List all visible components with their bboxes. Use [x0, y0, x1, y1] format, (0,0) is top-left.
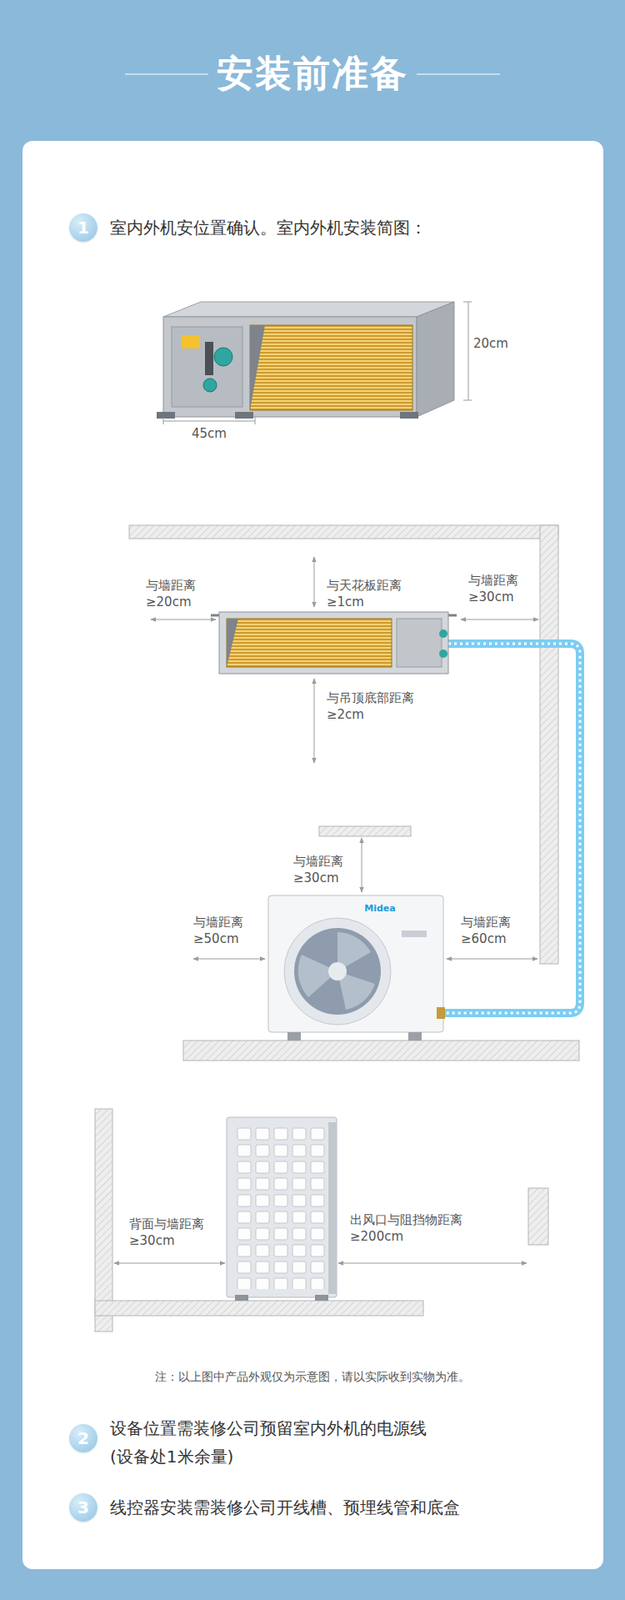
outdoor-unit-side: [226, 1116, 337, 1300]
ceiling-and-wall-part: [129, 525, 559, 539]
ceiling-and-wall-part: [540, 525, 559, 964]
refrigerant-pipe: [443, 643, 580, 1013]
step-circle: 1: [69, 213, 98, 242]
indoor-unit-front-part: [219, 611, 449, 674]
indoor-unit-3d-part: [171, 326, 243, 407]
outdoor-unit-front-part: [436, 1006, 445, 1019]
indoor-unit-3d-part: [163, 316, 417, 417]
dimension-lines-part: [163, 420, 255, 422]
indoor-unit-front-part: [226, 618, 392, 667]
indoor-unit-front-part: [396, 618, 442, 667]
indoor-unit-front-part: [226, 618, 239, 667]
clearance-arrows-part: [314, 556, 315, 607]
outdoor-unit-front-part: [294, 927, 381, 1015]
indoor-unit-3d-part: [400, 411, 419, 419]
step-number: 1: [77, 219, 90, 236]
clearance-arrows-part: [314, 678, 315, 763]
outdoor-unit-front-part: [408, 1031, 422, 1040]
indoor-unit-3d-part: [205, 341, 214, 375]
clearance-label: 与墙距离 ≥30cm: [293, 852, 344, 886]
dimension: 20cm: [473, 335, 509, 353]
side-clearance-arrows-part: [338, 1262, 527, 1264]
dimension-lines: [163, 301, 472, 425]
outdoor-unit-front-part: [284, 917, 391, 1025]
clearance-label: 与天花板距离 ≥1cm: [326, 576, 402, 610]
indoor-unit-3d-part: [163, 301, 455, 317]
dimension-lines-part: [163, 416, 165, 425]
step-circle: 3: [69, 1492, 98, 1521]
outdoor-unit-front: [268, 895, 445, 1040]
clearance-arrows-part: [361, 837, 363, 892]
title-rules-part: [416, 73, 500, 75]
step-text: 线控器安装需装修公司开线槽、预埋线管和底盒: [110, 1495, 460, 1518]
clearance-label: 与墙距离 ≥30cm: [468, 571, 519, 605]
ceiling-and-wall-part: [319, 825, 411, 836]
outdoor-unit-front-part: [401, 930, 427, 937]
ceiling-and-wall-part: [183, 1040, 580, 1060]
step-circle: 2: [69, 1423, 98, 1452]
indoor-unit-3d: [156, 301, 455, 419]
indoor-unit-3d-part: [214, 347, 233, 366]
clearance-label: 与吊顶底部距离 ≥2cm: [326, 689, 415, 723]
outdoor-unit-side-part: [315, 1294, 329, 1300]
clearance-arrows: [150, 556, 539, 959]
dimension-lines-part: [463, 400, 472, 401]
page-title: 安装前准备: [216, 51, 409, 95]
clearance-label: 与墙距离 ≥20cm: [145, 576, 196, 610]
outdoor-unit-front-part: [287, 1031, 301, 1040]
dimension-lines-part: [463, 301, 472, 303]
side-clearance-arrows: [114, 1262, 527, 1264]
indoor-unit-3d-part: [250, 325, 413, 410]
ceiling-and-wall: [129, 525, 580, 1060]
clearance-label: 背面与墙距离 ≥30cm: [129, 1215, 205, 1249]
brand-logo: Midea: [364, 900, 395, 915]
step-text: 设备位置需装修公司预留室内外机的电源线 (设备处1米余量): [110, 1413, 477, 1470]
indoor-unit-front-part: [439, 629, 448, 638]
step-number: 3: [77, 1498, 90, 1515]
side-view-walls-part: [95, 1108, 113, 1331]
step-text: 室内外机安位置确认。室内外机安装简图：: [110, 216, 427, 239]
side-clearance-arrows-part: [114, 1262, 225, 1264]
side-view-walls: [95, 1108, 549, 1331]
outdoor-unit-side-part: [226, 1116, 337, 1297]
refrigerant-pipe-part: [443, 643, 580, 1013]
indoor-unit-3d-part: [416, 301, 455, 417]
indoor-unit-3d-part: [203, 378, 217, 392]
indoor-unit-3d-part: [250, 325, 265, 410]
content-panel-part: [22, 140, 604, 1569]
clearance-label: 与墙距离 ≥60cm: [460, 913, 511, 947]
dimension: 45cm: [191, 425, 227, 443]
indoor-unit-3d-part: [181, 335, 200, 349]
dimension-lines-part: [468, 301, 470, 400]
outdoor-unit-side-part: [235, 1294, 249, 1300]
note: 注：以上图中产品外观仅为示意图，请以实际收到实物为准。: [155, 1367, 470, 1385]
step-number: 2: [77, 1429, 90, 1446]
clearance-arrows-part: [150, 619, 216, 620]
dimension-lines-part: [255, 416, 256, 425]
content-panel: [22, 140, 604, 1569]
indoor-unit-3d-part: [156, 411, 175, 419]
title-rules-part: [125, 73, 209, 75]
clearance-arrows-part: [460, 619, 539, 620]
outdoor-unit-side-part: [328, 1121, 337, 1294]
outdoor-unit-front-part: [328, 961, 347, 980]
side-view-walls-part: [95, 1300, 424, 1315]
indoor-unit-front-part: [439, 649, 448, 658]
side-view-walls-part: [528, 1187, 549, 1245]
clearance-label: 出风口与阻挡物距离 ≥200cm: [350, 1210, 463, 1245]
indoor-unit-3d-part: [235, 411, 254, 419]
clearance-arrows-part: [446, 958, 538, 960]
refrigerant-pipe-part: [443, 643, 580, 1013]
outdoor-unit-side-part: [235, 1125, 327, 1289]
clearance-arrows-part: [193, 958, 265, 960]
outdoor-unit-front-part: [268, 895, 444, 1032]
indoor-unit-front: [210, 611, 457, 674]
clearance-label: 与墙距离 ≥50cm: [193, 913, 244, 947]
